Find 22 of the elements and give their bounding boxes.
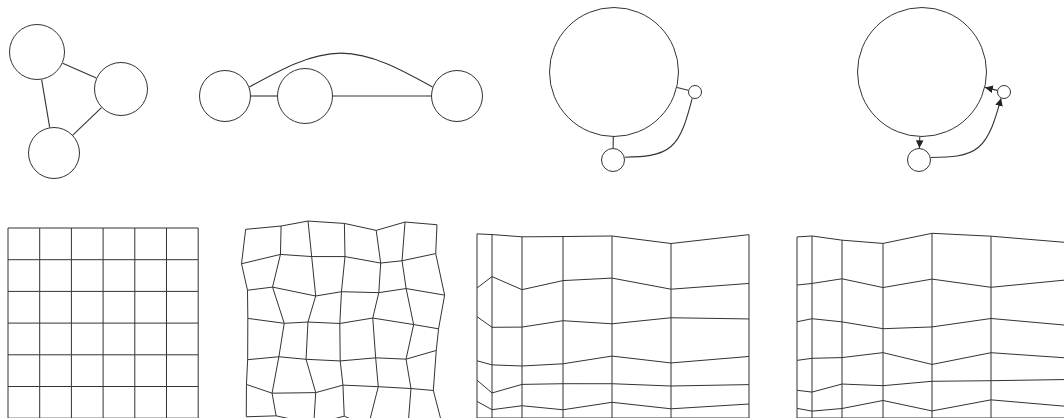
- circle-node: [688, 85, 702, 99]
- circle-node: [907, 148, 931, 172]
- connector-line: [676, 87, 689, 91]
- connector-line: [248, 52, 434, 88]
- connector-line: [250, 95, 278, 97]
- connector-line: [332, 95, 432, 97]
- circle-node: [431, 70, 483, 122]
- circle-node: [277, 68, 333, 124]
- circle-node: [997, 85, 1011, 99]
- circle-node: [94, 62, 148, 116]
- circle-node: [199, 70, 251, 122]
- connector-line: [624, 97, 693, 158]
- arrow: [930, 97, 1003, 159]
- connector-line: [41, 79, 51, 128]
- arrow: [915, 136, 924, 149]
- circle-node: [601, 148, 625, 172]
- connector-line: [72, 107, 103, 136]
- circle-node: [9, 24, 65, 80]
- circle-node: [28, 127, 80, 179]
- connector-line: [62, 62, 97, 79]
- connector-line: [612, 136, 614, 149]
- arrow: [984, 85, 998, 93]
